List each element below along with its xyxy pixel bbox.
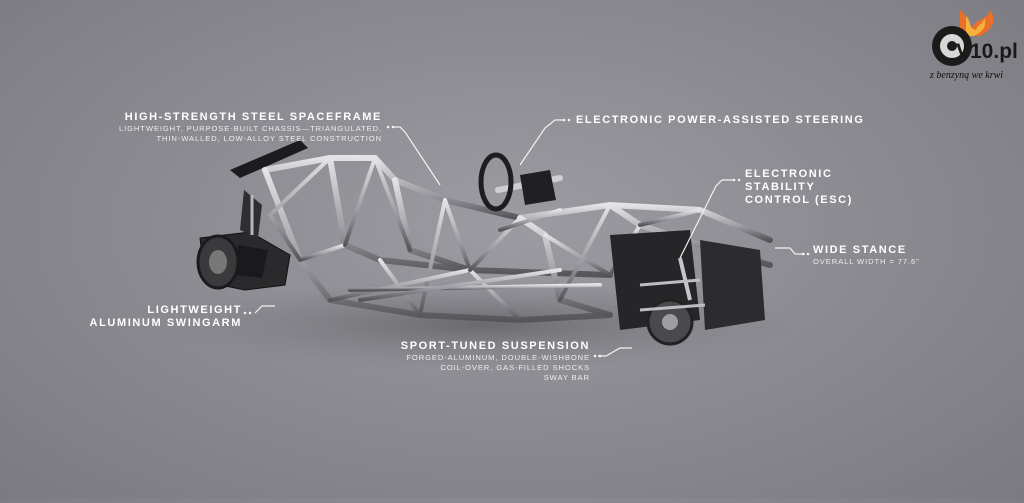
callout-esc: ELECTRONIC STABILITY CONTROL (ESC) xyxy=(745,168,885,207)
spaceframe-line-2: THIN-WALLED, LOW-ALLOY STEEL CONSTRUCTIO… xyxy=(156,134,382,143)
suspension-title: SPORT-TUNED SUSPENSION xyxy=(400,340,590,352)
logo-tagline: z benzyną we krwi xyxy=(930,70,1004,81)
swingarm-line-2: ALUMINUM SWINGARM xyxy=(89,317,242,329)
steering-assembly xyxy=(478,152,563,212)
esc-line-3: CONTROL (ESC) xyxy=(745,194,853,206)
suspension-line-3: SWAY BAR xyxy=(543,373,590,382)
leader-lines xyxy=(254,119,805,357)
spaceframe-line-1: LIGHTWEIGHT, PURPOSE-BUILT CHASSIS—TRIAN… xyxy=(118,124,382,133)
callout-spaceframe: HIGH-STRENGTH STEEL SPACEFRAME LIGHTWEIG… xyxy=(92,111,382,144)
rear-bracket xyxy=(230,140,308,178)
steering-title: ELECTRONIC POWER-ASSISTED STEERING xyxy=(576,114,865,126)
stance-sub: OVERALL WIDTH = 77.6" xyxy=(813,257,920,266)
suspension-line-2: COIL-OVER, GAS-FILLED SHOCKS xyxy=(440,363,590,372)
callout-stance: WIDE STANCE OVERALL WIDTH = 77.6" xyxy=(813,244,963,267)
v10-logo: V10.pl z benzyną we krwi xyxy=(920,6,1018,86)
callout-suspension: SPORT-TUNED SUSPENSION FORGED-ALUMINUM, … xyxy=(350,340,590,383)
esc-line-1: ELECTRONIC xyxy=(745,168,833,180)
spaceframe-title: HIGH-STRENGTH STEEL SPACEFRAME xyxy=(124,111,382,123)
tire-flame-icon xyxy=(932,10,994,66)
logo-brand: V10.pl xyxy=(956,40,1018,63)
callout-steering: ELECTRONIC POWER-ASSISTED STEERING xyxy=(576,114,876,127)
leader-dots xyxy=(243,118,810,358)
esc-line-2: STABILITY xyxy=(745,181,816,193)
stance-title: WIDE STANCE xyxy=(813,244,907,256)
rear-swingarm xyxy=(196,190,291,291)
callout-swingarm: LIGHTWEIGHT ALUMINUM SWINGARM xyxy=(60,304,242,330)
suspension-line-1: FORGED-ALUMINUM, DOUBLE-WISHBONE xyxy=(406,353,590,362)
swingarm-line-1: LIGHTWEIGHT xyxy=(147,304,242,316)
front-suspension xyxy=(610,230,765,346)
